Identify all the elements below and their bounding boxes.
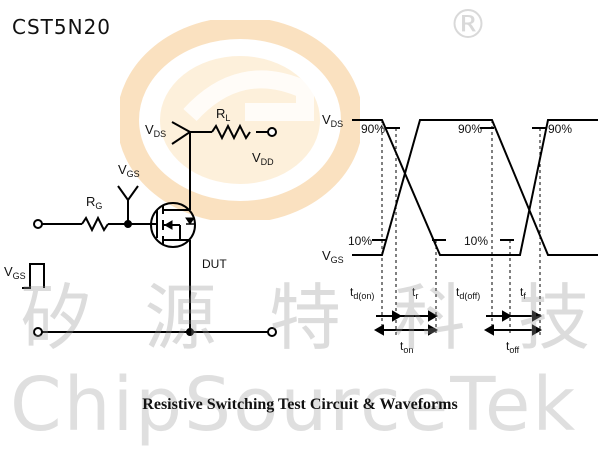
switching-waveforms xyxy=(352,119,598,335)
figure-caption: Resistive Switching Test Circuit & Wavef… xyxy=(142,396,458,413)
ton-label: ton xyxy=(400,339,413,355)
tr-label: tr xyxy=(412,285,418,301)
watermark-english: ChipSourceTek xyxy=(10,362,578,448)
td-on-label: td(on) xyxy=(350,285,374,301)
gnd-terminal-right xyxy=(267,327,277,337)
vds-probe-arrow xyxy=(171,121,192,145)
vds-label: VDS xyxy=(145,122,166,139)
watermark-char: 矽 xyxy=(20,276,93,360)
rg-label: RG xyxy=(86,194,102,211)
pct90-label-2: 90% xyxy=(458,122,482,136)
watermark-char: 特 xyxy=(268,276,341,360)
vds-wave-label: VDS xyxy=(322,112,343,129)
vgs-waveform xyxy=(352,119,598,256)
level-ticks xyxy=(372,127,546,241)
gate-terminal xyxy=(33,219,43,229)
watermark-char: 科 xyxy=(393,276,466,360)
vgs-source-label: VGS xyxy=(4,264,26,281)
pulse-symbol xyxy=(22,263,45,289)
vgs-probe-arrow xyxy=(117,185,139,202)
vdd-label: VDD xyxy=(252,150,274,167)
dut-label: DUT xyxy=(202,257,227,271)
tf-label: tf xyxy=(520,285,526,301)
pct90-label-3: 90% xyxy=(548,122,572,136)
registered-icon: ® xyxy=(448,2,488,48)
watermark-char: 源 xyxy=(144,276,217,360)
td-off-label: td(off) xyxy=(456,285,480,301)
pct10-label-1: 10% xyxy=(348,234,372,248)
timing-guides xyxy=(381,120,541,335)
rl-label: RL xyxy=(216,106,230,123)
timing-arrows xyxy=(373,310,543,336)
vds-waveform xyxy=(352,119,598,256)
rl-resistor xyxy=(211,123,251,141)
watermark-chinese: 矽 源 特 科 技 xyxy=(20,282,590,354)
part-number: CST5N20 xyxy=(12,15,112,39)
watermark-char: 技 xyxy=(517,276,590,360)
toff-label: toff xyxy=(506,339,520,355)
vdd-terminal xyxy=(267,127,277,137)
pct90-label-1: 90% xyxy=(361,122,385,136)
vgs-node-label: VGS xyxy=(118,162,140,179)
test-circuit xyxy=(22,121,277,337)
vgs-wave-label: VGS xyxy=(322,248,344,265)
gnd-terminal-left xyxy=(33,327,43,337)
pct10-label-2: 10% xyxy=(464,234,488,248)
rg-resistor xyxy=(81,215,109,233)
